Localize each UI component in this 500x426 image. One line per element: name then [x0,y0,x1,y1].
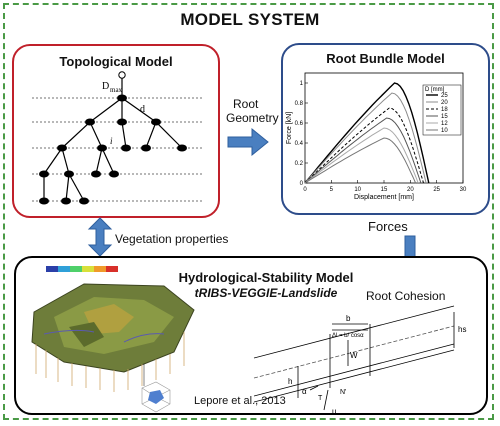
topological-model-box: Topological Model [12,44,220,218]
y-tick-label: 1 [300,81,304,87]
slope-t-label: T [318,395,323,402]
root-cohesion-label: Root Cohesion [366,289,446,303]
hydrological-model-title: Hydrological-Stability Model [178,270,354,285]
legend-label-18: 18 [441,107,448,113]
x-tick-label: 25 [433,187,440,193]
legend-label-15: 15 [441,114,448,120]
root-geometry-label-2: Geometry [226,111,279,125]
legend-title: D [mm] [425,87,445,93]
y-tick-label: 0.4 [295,141,304,147]
legend-label-25: 25 [441,93,448,99]
dmax-sub-label: max [110,86,123,94]
slope-b-label: b [346,314,351,323]
slope-h-label: h [288,377,292,386]
root-geometry-label-1: Root [233,97,259,111]
slope-b-formula: Δl = b/ cosα [332,333,364,339]
y-tick-label: 0 [300,181,304,187]
outer-frame [3,3,494,420]
y-tick-label: 0.8 [295,101,304,107]
x-tick-label: 0 [303,187,307,193]
hydrological-stability-model-box: Hydrological-Stability Model tRIBS-VEGGI… [14,256,488,416]
legend-label-12: 12 [441,121,448,127]
slope-hs-label: hs [458,325,466,334]
vegetation-double-arrow [87,217,113,257]
root-bundle-model-title: Root Bundle Model [326,51,445,66]
citation-label: Lepore et al., 2013 [194,395,286,407]
slope-nprime-label: N' [340,389,346,396]
forces-label: Forces [368,219,408,234]
legend-label-20: 20 [441,100,448,106]
series-line-25 [304,82,430,184]
slope-stability-diagram: b Δl = b/ cosα W hs h α T N' u [253,305,466,416]
legend-label-10: 10 [441,128,448,134]
x-axis-label: Displacement [mm] [354,194,414,201]
y-tick-label: 0.2 [295,161,304,167]
x-tick-label: 30 [460,187,467,193]
slope-alpha-label: α [302,387,307,396]
y-tick-label: 0.6 [295,121,304,127]
page-title: MODEL SYSTEM [180,10,320,29]
hydrological-model-subtitle: tRIBS-VEGGIE-Landslide [194,286,338,300]
chart-legend [422,84,462,136]
topological-tree-diagram: D max d i [32,71,204,205]
x-tick-label: 10 [354,187,361,193]
i-label: i [110,136,113,146]
x-tick-label: 5 [330,187,334,193]
slope-u-label: u [332,407,336,416]
terrain-mesh-illustration [31,266,195,413]
dmax-label: D [102,81,109,92]
color-legend-bar [46,266,118,272]
x-tick-label: 15 [381,187,388,193]
y-axis-label: Force [kN] [286,112,293,144]
slope-w-label: W [350,351,358,360]
series-line-10 [304,137,417,184]
x-tick-label: 20 [407,187,414,193]
series-line-12 [304,127,419,184]
topological-model-title: Topological Model [59,54,173,69]
root-geometry-arrow [227,127,269,157]
series-line-18 [304,107,424,184]
vegetation-properties-label: Vegetation properties [115,232,229,246]
series-line-15 [304,117,422,184]
di-label: d [140,104,145,115]
series-line-20 [304,92,427,184]
